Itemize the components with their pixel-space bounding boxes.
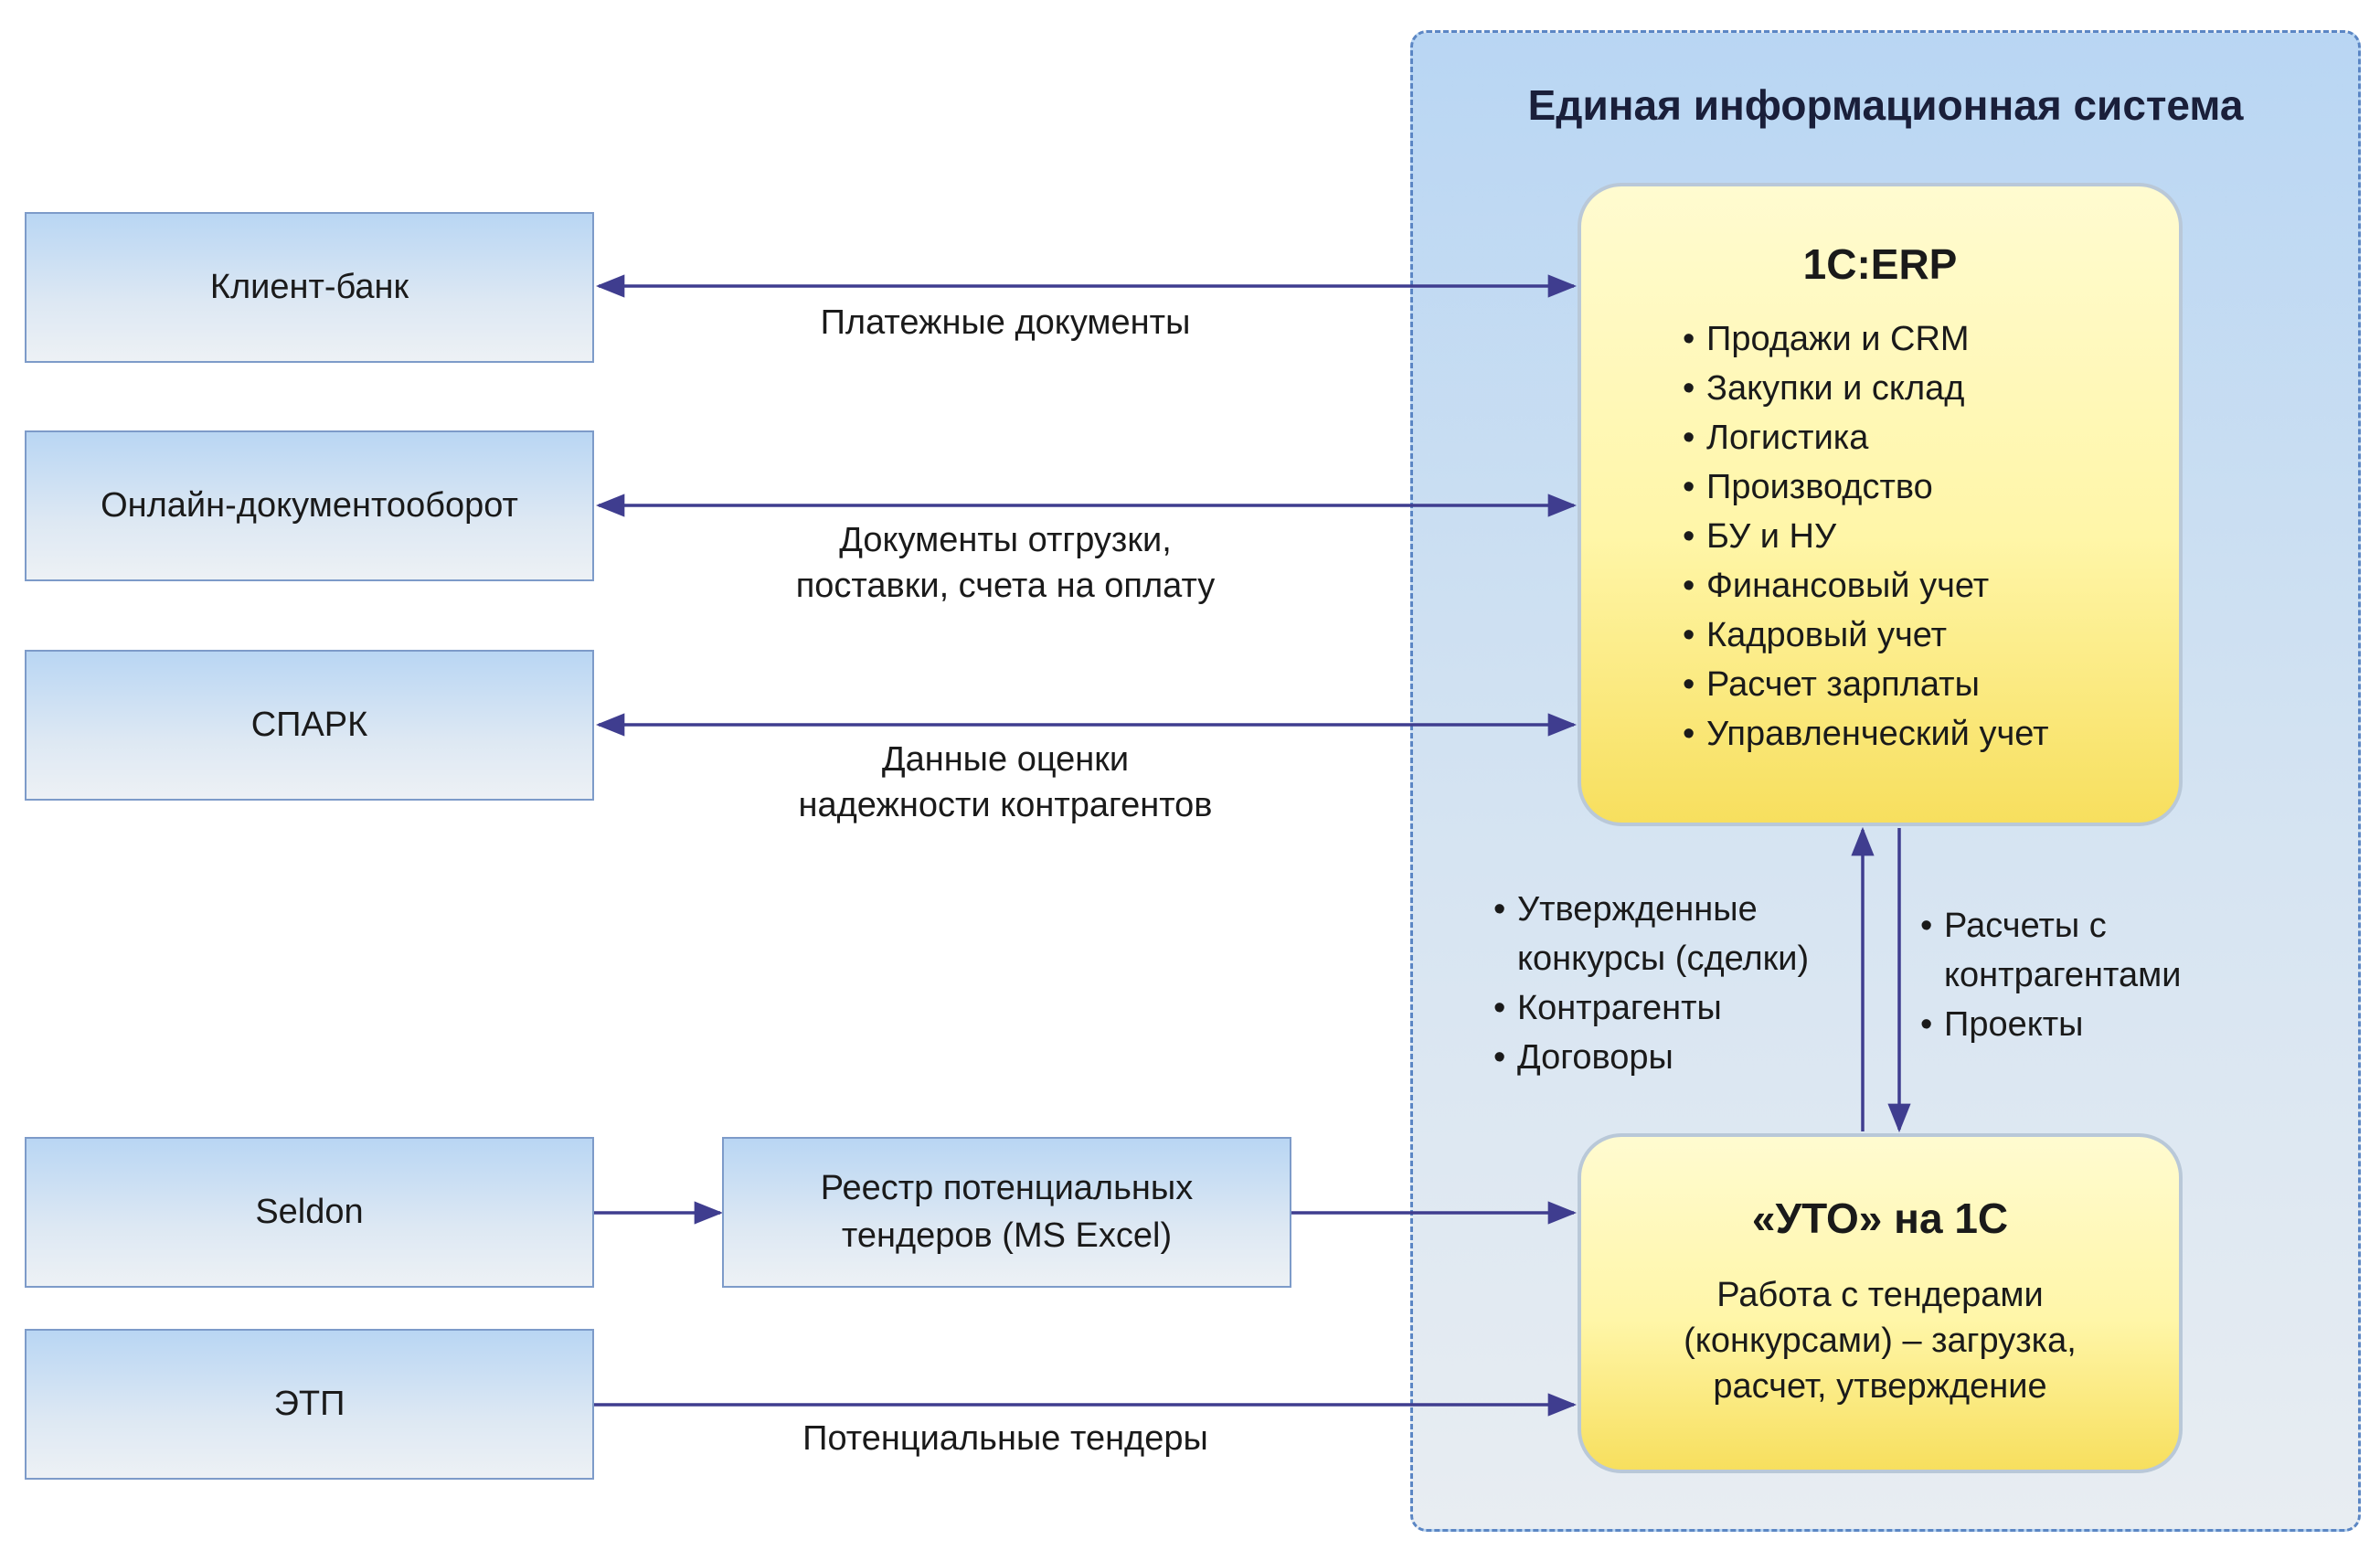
erp-module-item: Кадровый учет [1683, 611, 2049, 660]
seldon-box: Seldon [25, 1137, 594, 1288]
erp-to-uto-item: Расчеты с [1944, 907, 2107, 945]
erp-to-uto-list: •Расчеты с контрагентами •Проекты [1920, 907, 2182, 1044]
spark-box: СПАРК [25, 650, 594, 801]
unified-system-title: Единая информационная система [1527, 81, 2244, 129]
erp-module-item: Расчет зарплаты [1683, 660, 2049, 709]
erp-module-item: Управленческий учет [1683, 709, 2049, 759]
tender-registry-line: тендеров (MS Excel) [841, 1216, 1173, 1255]
uto-description-line: (конкурсами) – загрузка, [1684, 1322, 2077, 1360]
erp-module-item: Закупки и склад [1683, 364, 2049, 413]
uto-to-erp-item: Контрагенты [1517, 989, 1722, 1027]
erp-module-item: БУ и НУ [1683, 512, 2049, 561]
shipment-docs-label: поставки, счета на оплату [795, 567, 1216, 605]
reliability-data-label: Данные оценки [881, 740, 1130, 779]
erp-to-uto-item: контрагентами [1944, 956, 2182, 994]
uto-to-erp-item: конкурсы (сделки) [1517, 940, 1810, 978]
uto-to-erp-item: Утвержденные [1517, 890, 1758, 929]
client-bank-box: Клиент-банк [25, 212, 594, 363]
tender-registry-line: Реестр потенциальных [820, 1169, 1194, 1208]
shipment-docs-label: Документы отгрузки, [839, 521, 1172, 559]
erp-to-uto-item: Проекты [1944, 1005, 2084, 1044]
uto-to-erp-list: •Утвержденные конкурсы (сделки) •Контраг… [1493, 890, 1810, 1077]
erp-title: 1С:ERP [1802, 240, 1958, 288]
uto-title: «УТО» на 1С [1751, 1195, 2009, 1242]
payment-docs-label: Платежные документы [820, 303, 1191, 342]
erp-module-item: Производство [1683, 462, 2049, 512]
erp-module-item: Продажи и CRM [1683, 314, 2049, 364]
reliability-data-label: надежности контрагентов [798, 786, 1213, 824]
erp-module-item: Финансовый учет [1683, 561, 2049, 611]
uto-to-erp-item: Договоры [1517, 1038, 1673, 1077]
erp-module-list: Продажи и CRM Закупки и склад Логистика … [1683, 314, 2049, 759]
erp-module-item: Логистика [1683, 413, 2049, 462]
uto-description-line: расчет, утверждение [1713, 1367, 2047, 1406]
potential-tenders-label: Потенциальные тендеры [802, 1419, 1208, 1458]
uto-box: «УТО» на 1С Работа с тендерами (конкурса… [1578, 1133, 2183, 1473]
tender-registry-box: Реестр потенциальных тендеров (MS Excel) [722, 1137, 1291, 1288]
online-docflow-box: Онлайн-документооборот [25, 430, 594, 581]
uto-description-line: Работа с тендерами [1716, 1276, 2044, 1314]
erp-box: 1С:ERP Продажи и CRM Закупки и склад Лог… [1578, 183, 2183, 826]
etp-box: ЭТП [25, 1329, 594, 1480]
